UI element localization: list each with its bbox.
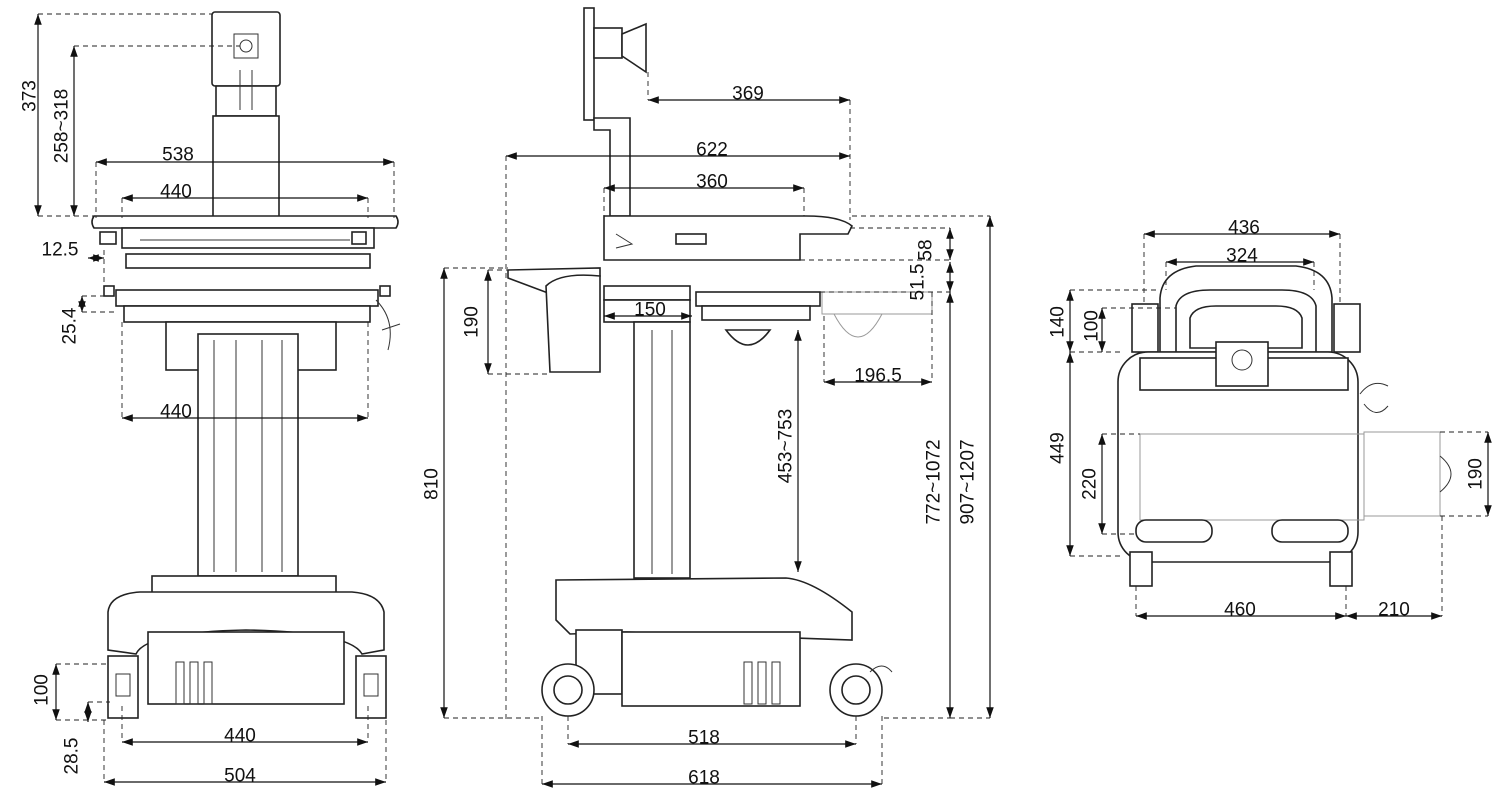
front-worksurface — [91, 215, 399, 249]
dimension-label-handle-inner-depth: 100 — [1082, 310, 1103, 342]
dimension-label-keyboard-extension: 196.5 — [854, 366, 902, 387]
front-column — [197, 333, 299, 577]
dimension-side-tray-width: 210 — [1346, 516, 1443, 621]
side-keyboard-tray — [695, 291, 933, 346]
dimension-body-width: 460 — [1135, 586, 1347, 621]
dimension-label-wheelbase-depth: 518 — [688, 728, 720, 749]
dimension-tray-inner-width: 440 — [121, 182, 369, 218]
dimension-base-depth: 618 — [541, 716, 883, 789]
dimension-label-monitor-reach: 369 — [732, 84, 764, 105]
dimension-monitor-range: 258~318 — [52, 45, 240, 216]
dimension-label-body-width: 460 — [1224, 600, 1256, 621]
dimension-tray-gap-2: 51.5 — [820, 262, 954, 301]
dimension-label-base-depth: 618 — [688, 768, 720, 789]
dimension-label-drawer-depth: 220 — [1080, 468, 1101, 500]
dimension-label-wheel-height: 100 — [32, 674, 53, 706]
dimension-bin-height: 190 — [462, 269, 550, 375]
dimension-tray-width: 538 — [95, 145, 395, 218]
dimension-overall-height-range: 907~1207 — [852, 215, 994, 719]
dimension-label-overall-depth: 622 — [696, 140, 728, 161]
dimension-label-tray-gap-1: 58 — [916, 239, 937, 260]
side-view — [507, 7, 933, 717]
dimension-monitor-reach: 369 — [647, 72, 851, 220]
dimension-label-monitor-range: 258~318 — [52, 89, 73, 164]
top-view — [1117, 265, 1452, 587]
dimension-label-caster-offset: 28.5 — [62, 738, 83, 775]
dimension-label-tray-width: 538 — [162, 145, 194, 166]
dimension-label-bin-width: 150 — [634, 300, 666, 321]
dimension-label-side-tray-depth: 190 — [1466, 458, 1487, 490]
dimension-label-handle-depth: 140 — [1048, 306, 1069, 338]
dimension-overall-depth: 622 — [505, 140, 850, 720]
side-base — [541, 577, 893, 717]
dimension-label-tray-depth: 360 — [696, 172, 728, 193]
dimension-wheelbase-depth: 518 — [567, 716, 857, 749]
dimension-handle-outer-width: 436 — [1143, 218, 1341, 304]
dimension-body-depth: 449 — [1048, 352, 1120, 557]
dimension-label-side-tray-width: 210 — [1378, 600, 1410, 621]
dimension-keyboard-step: 25.4 — [60, 295, 116, 344]
dimension-handle-inner-depth: 100 — [1082, 307, 1176, 352]
dimension-label-monitor-height: 373 — [20, 80, 41, 112]
dimension-label-keyboard-offset: 12.5 — [42, 240, 79, 261]
dimension-keyboard-extension: 196.5 — [823, 292, 933, 387]
front-view — [91, 11, 401, 719]
dimension-label-wheelbase-inner: 440 — [224, 726, 256, 747]
dimension-base-width: 504 — [103, 720, 387, 787]
dimension-tray-gap-1: 58 — [800, 227, 954, 261]
dimension-bin-floor-height: 810 — [422, 267, 540, 719]
dimension-wheel-height: 100 — [32, 663, 110, 721]
dimension-handle-inner-width: 324 — [1165, 246, 1315, 290]
top-handle — [1131, 265, 1361, 353]
side-monitor-mount — [583, 7, 647, 217]
dimension-bin-width: 150 — [604, 300, 692, 321]
dimension-column-width: 440 — [121, 322, 369, 423]
dimension-label-bin-height: 190 — [462, 306, 483, 338]
dimension-layer: 373 258~318 538 440 12.5 25.4 440 100 28.5 440 504… — [20, 13, 1492, 789]
dimension-drawer-depth: 220 — [1080, 433, 1140, 535]
dimension-label-body-depth: 449 — [1048, 432, 1069, 464]
dimension-side-tray-depth: 190 — [1440, 431, 1492, 517]
dimension-label-worksurface-height-range: 772~1072 — [924, 439, 945, 524]
dimension-label-column-width: 440 — [160, 402, 192, 423]
dimension-label-handle-outer-width: 436 — [1228, 218, 1260, 239]
dimension-worksurface-height-range: 772~1072 — [884, 292, 954, 719]
dimension-caster-offset: 28.5 — [62, 701, 110, 775]
dimension-keyboard-offset: 12.5 — [42, 240, 105, 290]
dimension-label-base-width: 504 — [224, 766, 256, 787]
front-monitor-mount — [211, 11, 281, 219]
side-column — [633, 321, 691, 579]
dimension-label-keyboard-height-range: 453~753 — [776, 409, 797, 484]
dimension-wheelbase-inner: 440 — [121, 706, 369, 747]
side-worksurface — [603, 215, 853, 261]
top-body — [1117, 341, 1452, 587]
dimension-label-handle-inner-width: 324 — [1226, 246, 1258, 267]
dimension-monitor-height: 373 — [20, 13, 212, 217]
dimension-label-bin-floor-height: 810 — [422, 468, 443, 500]
dimension-label-keyboard-step: 25.4 — [60, 307, 81, 344]
dimension-handle-depth: 140 — [1048, 289, 1160, 353]
dimension-keyboard-height-range: 453~753 — [776, 330, 802, 572]
dimension-label-tray-inner-width: 440 — [160, 182, 192, 203]
dimension-tray-depth: 360 — [603, 172, 805, 216]
dimension-label-tray-gap-2: 51.5 — [908, 264, 929, 301]
front-base — [107, 575, 387, 719]
dimension-label-overall-height-range: 907~1207 — [958, 439, 979, 524]
